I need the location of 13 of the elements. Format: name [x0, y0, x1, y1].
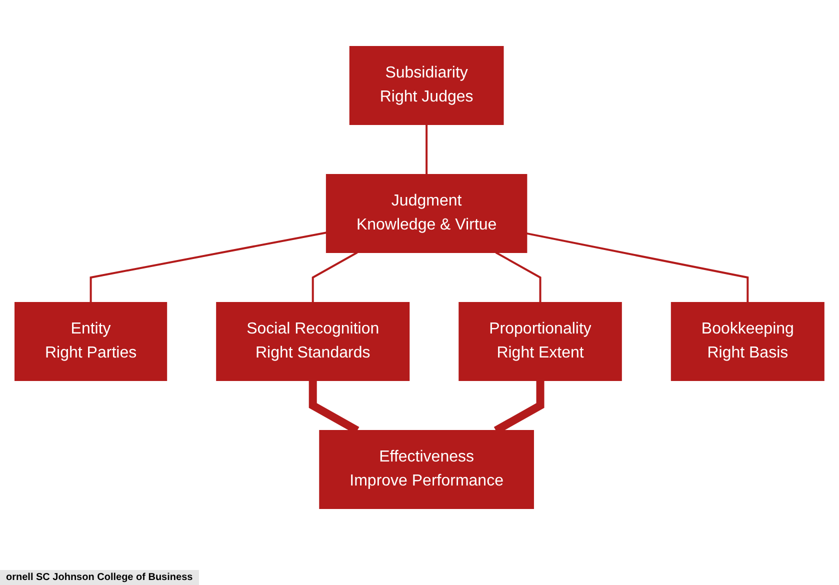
connector	[426, 124, 428, 174]
connector	[90, 232, 327, 302]
node-box: Subsidiarity Right Judges	[349, 46, 504, 125]
footer-text: ornell SC Johnson College of Business	[0, 570, 199, 585]
connector	[495, 252, 542, 302]
node-box: Social Recognition Right Standards	[216, 302, 410, 381]
node-box: Proportionality Right Extent	[458, 302, 622, 381]
node-box: Entity Right Parties	[14, 302, 168, 381]
node-box: Effectiveness Improve Performance	[319, 430, 534, 509]
node-box: Judgment Knowledge & Virtue	[326, 174, 528, 253]
connector	[312, 252, 358, 302]
connector	[526, 232, 749, 302]
node-box: Bookkeeping Right Basis	[670, 302, 824, 381]
